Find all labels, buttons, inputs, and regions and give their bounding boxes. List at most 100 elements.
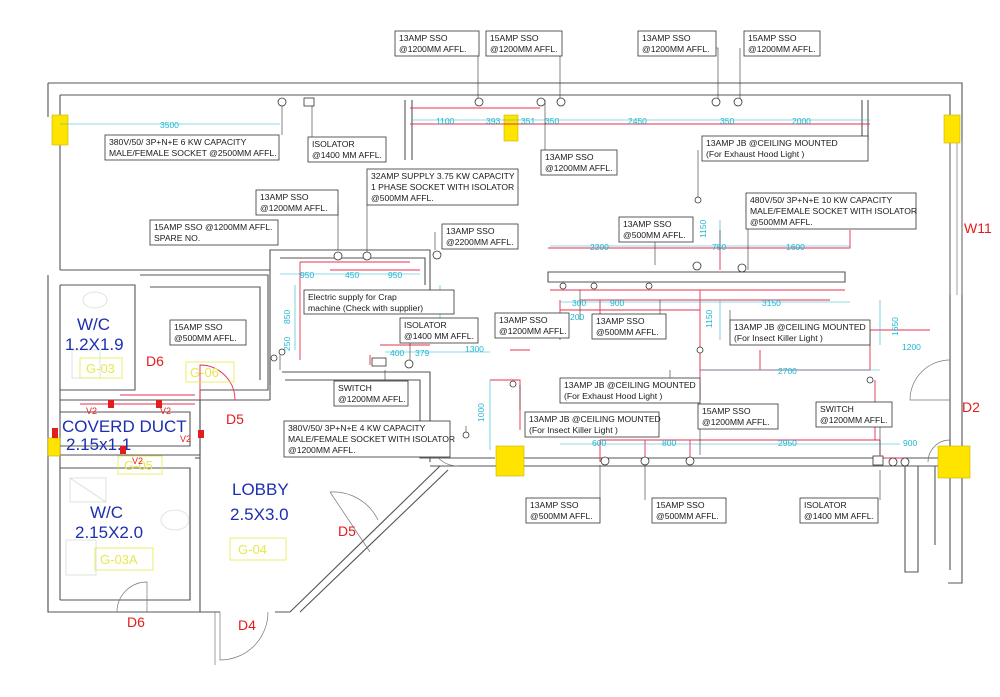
note-12: 15AMP SSO @1200MM AFFL. SPARE NO.: [149, 219, 279, 246]
svg-text:15AMP SSO: 15AMP SSO: [748, 33, 797, 43]
vent-label-4: V2: [132, 456, 143, 466]
note-7: 13AMP SSO @1200MM AFFL.: [540, 149, 618, 176]
svg-text:@500MM AFFL.: @500MM AFFL.: [596, 327, 659, 337]
dim-393: 393: [486, 116, 500, 126]
svg-text:@1200MM AFFL.: @1200MM AFFL.: [702, 417, 769, 427]
dim-2000: 2000: [792, 116, 811, 126]
vent-label-1: V2: [86, 406, 97, 416]
room-name-wc-2: W/C: [90, 503, 123, 522]
dim-300: 300: [572, 298, 586, 308]
svg-text:1 PHASE SOCKET WITH ISOLATOR: 1 PHASE SOCKET WITH ISOLATOR: [371, 182, 514, 192]
svg-text:13AMP SSO: 13AMP SSO: [545, 152, 594, 162]
dim-1150-a: 1150: [698, 219, 708, 238]
room-labels: W/C 1.2X1.9 COVERD DUCT 2.15x1.1 W/C 2.1…: [62, 315, 289, 571]
svg-text:Electric supply for Crap: Electric supply for Crap: [308, 292, 397, 302]
structural-columns: [47, 114, 971, 479]
svg-text:@1200MM AFFL.: @1200MM AFFL.: [338, 394, 405, 404]
svg-text:15AMP SSO: 15AMP SSO: [702, 406, 751, 416]
svg-text:@2200MM AFFL.: @2200MM AFFL.: [446, 237, 513, 247]
device-symbols: [270, 97, 910, 467]
door-swings: [116, 359, 951, 665]
note-9: 32AMP SUPPLY 3.75 KW CAPACITY 1 PHASE SO…: [366, 168, 519, 206]
dim-3150: 3150: [762, 298, 781, 308]
dim-900-b: 900: [903, 438, 917, 448]
svg-text:13AMP SSO: 13AMP SSO: [399, 33, 448, 43]
svg-text:@500MM AFFL.: @500MM AFFL.: [750, 217, 813, 227]
svg-text:(For Exhaust Hood Light ): (For Exhaust Hood Light ): [564, 391, 663, 401]
svg-text:32AMP SUPPLY 3.75 KW CAPACITY: 32AMP SUPPLY 3.75 KW CAPACITY: [371, 171, 515, 181]
room-tag-wc-2: G-03A: [100, 552, 138, 567]
svg-text:@1200MM AFFL.: @1200MM AFFL.: [499, 326, 566, 336]
svg-text:@1200MM AFFL.: @1200MM AFFL.: [545, 163, 612, 173]
opening-labels: D6 D5 D5 D6 D4 D2 W11 V2 V2 V2 V2: [52, 220, 992, 633]
room-name-lobby: LOBBY: [232, 480, 289, 499]
note-29: ISOLATOR @1400 MM AFFL.: [799, 497, 879, 524]
svg-text:@1200MM AFFL.: @1200MM AFFL.: [399, 44, 466, 54]
dim-950-b: 950: [388, 270, 402, 280]
svg-text:ISOLATOR: ISOLATOR: [404, 320, 447, 330]
svg-text:@1400 MM AFFL.: @1400 MM AFFL.: [404, 331, 474, 341]
note-21: SWITCH @1200MM AFFL.: [333, 380, 409, 407]
svg-text:MALE/FEMALE SOCKET WITH ISOLAT: MALE/FEMALE SOCKET WITH ISOLATOR: [288, 434, 455, 444]
svg-text:(For Exhaust Hood Light ): (For Exhaust Hood Light ): [706, 149, 805, 159]
dim-950-a: 950: [300, 270, 314, 280]
svg-text:13AMP SSO: 13AMP SSO: [446, 226, 495, 236]
note-3: 13AMP SSO @1200MM AFFL.: [637, 30, 717, 57]
svg-text:@1200MM AFFL.: @1200MM AFFL.: [820, 415, 887, 425]
dim-2950: 2950: [778, 438, 797, 448]
note-13: 13AMP SSO @2200MM AFFL.: [441, 223, 519, 250]
room-size-wc-2: 2.15X2.0: [75, 523, 143, 542]
svg-text:ISOLATOR: ISOLATOR: [804, 500, 847, 510]
svg-text:13AMP SSO: 13AMP SSO: [642, 33, 691, 43]
note-11: 480V/50/ 3P+N+E 10 KW CAPACITY MALE/FEMA…: [745, 192, 917, 230]
svg-text:ISOLATOR: ISOLATOR: [312, 139, 355, 149]
dim-379: 379: [415, 348, 429, 358]
door-label-d2: D2: [962, 399, 980, 415]
note-15: Electric supply for Crap machine (Check …: [303, 289, 455, 315]
svg-text:15AMP SSO: 15AMP SSO: [174, 322, 223, 332]
vent-label-2: V2: [160, 406, 171, 416]
note-26: SWITCH @1200MM AFFL.: [815, 401, 893, 428]
svg-text:MALE/FEMALE SOCKET WITH ISOLAT: MALE/FEMALE SOCKET WITH ISOLATOR: [750, 206, 917, 216]
note-27: 13AMP SSO @500MM AFFL.: [525, 497, 601, 524]
svg-text:13AMP SSO: 13AMP SSO: [623, 219, 672, 229]
svg-text:13AMP SSO: 13AMP SSO: [530, 500, 579, 510]
svg-text:15AMP SSO: 15AMP SSO: [656, 500, 705, 510]
dim-2450: 2450: [628, 116, 647, 126]
svg-text:@500MM AFFL.: @500MM AFFL.: [174, 333, 237, 343]
dim-351: 351: [521, 116, 535, 126]
svg-text:13AMP JB @CEILING MOUNTED: 13AMP JB @CEILING MOUNTED: [564, 380, 696, 390]
svg-text:@1200MM AFFL.: @1200MM AFFL.: [260, 203, 327, 213]
dim-1650: 1650: [890, 317, 900, 336]
note-19: 13AMP SSO @500MM AFFL.: [591, 313, 667, 340]
svg-text:SPARE NO.: SPARE NO.: [154, 233, 200, 243]
note-22: 13AMP JB @CEILING MOUNTED (For Exhaust H…: [559, 377, 701, 404]
dim-350-b: 350: [720, 116, 734, 126]
room-tag-lobby: G-04: [238, 542, 267, 557]
note-18: 13AMP SSO @1200MM AFFL.: [494, 312, 570, 339]
dim-200: 200: [570, 312, 584, 322]
note-20: 13AMP JB @CEILING MOUNTED (For Insect Ki…: [729, 319, 871, 346]
svg-text:SWITCH: SWITCH: [338, 383, 372, 393]
svg-text:13AMP JB @CEILING MOUNTED: 13AMP JB @CEILING MOUNTED: [529, 414, 661, 424]
dim-2200: 2200: [590, 242, 609, 252]
svg-text:(For Insect Killer Light ): (For Insect Killer Light ): [529, 425, 618, 435]
room-tag-store: G-06: [190, 365, 219, 380]
dim-1200: 1200: [902, 342, 921, 352]
svg-text:machine (Check with supplier): machine (Check with supplier): [308, 303, 423, 313]
dim-2700: 2700: [778, 366, 797, 376]
svg-text:13AMP SSO: 13AMP SSO: [596, 316, 645, 326]
dim-1150-b: 1150: [704, 309, 714, 328]
note-1: 13AMP SSO @1200MM AFFL.: [394, 30, 480, 57]
dim-850: 850: [282, 310, 292, 324]
dim-1300: 1300: [465, 344, 484, 354]
dim-1600: 1600: [786, 242, 805, 252]
door-label-d5-upper: D5: [226, 411, 244, 427]
note-25: 15AMP SSO @1200MM AFFL.: [697, 403, 779, 430]
svg-text:@1200MM AFFL.: @1200MM AFFL.: [642, 44, 709, 54]
note-5: 380V/50/ 3P+N+E 6 KW CAPACITY MALE/FEMAL…: [104, 134, 280, 161]
door-label-d4: D4: [238, 617, 256, 633]
note-14: 13AMP SSO @500MM AFFL.: [618, 216, 694, 243]
dim-750: 750: [712, 242, 726, 252]
